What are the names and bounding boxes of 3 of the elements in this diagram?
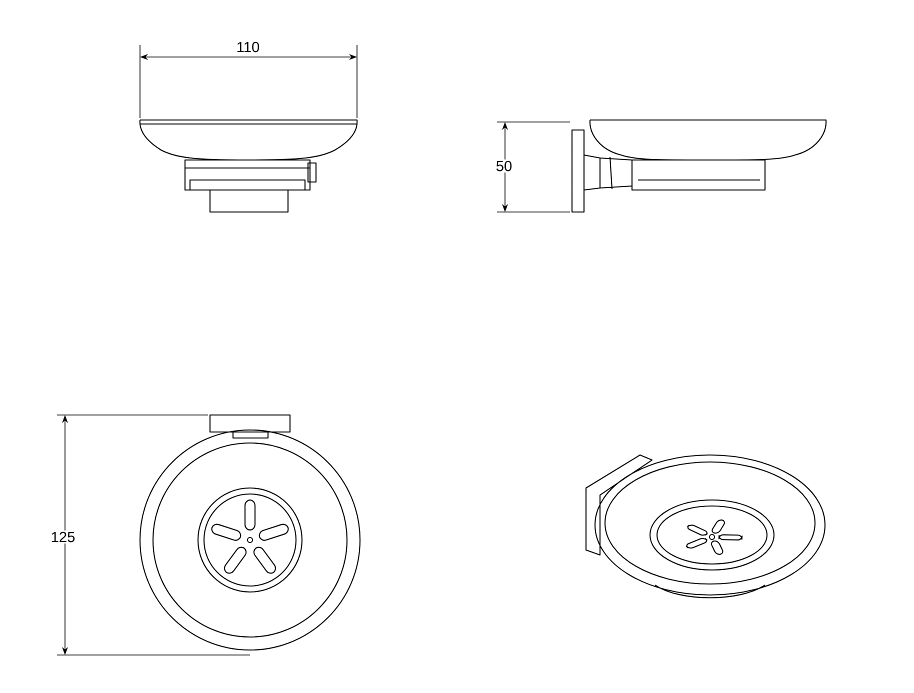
dimension-text: 50 <box>494 159 514 173</box>
dimension-text: 125 <box>49 530 77 544</box>
dimension-text: 110 <box>234 40 262 54</box>
